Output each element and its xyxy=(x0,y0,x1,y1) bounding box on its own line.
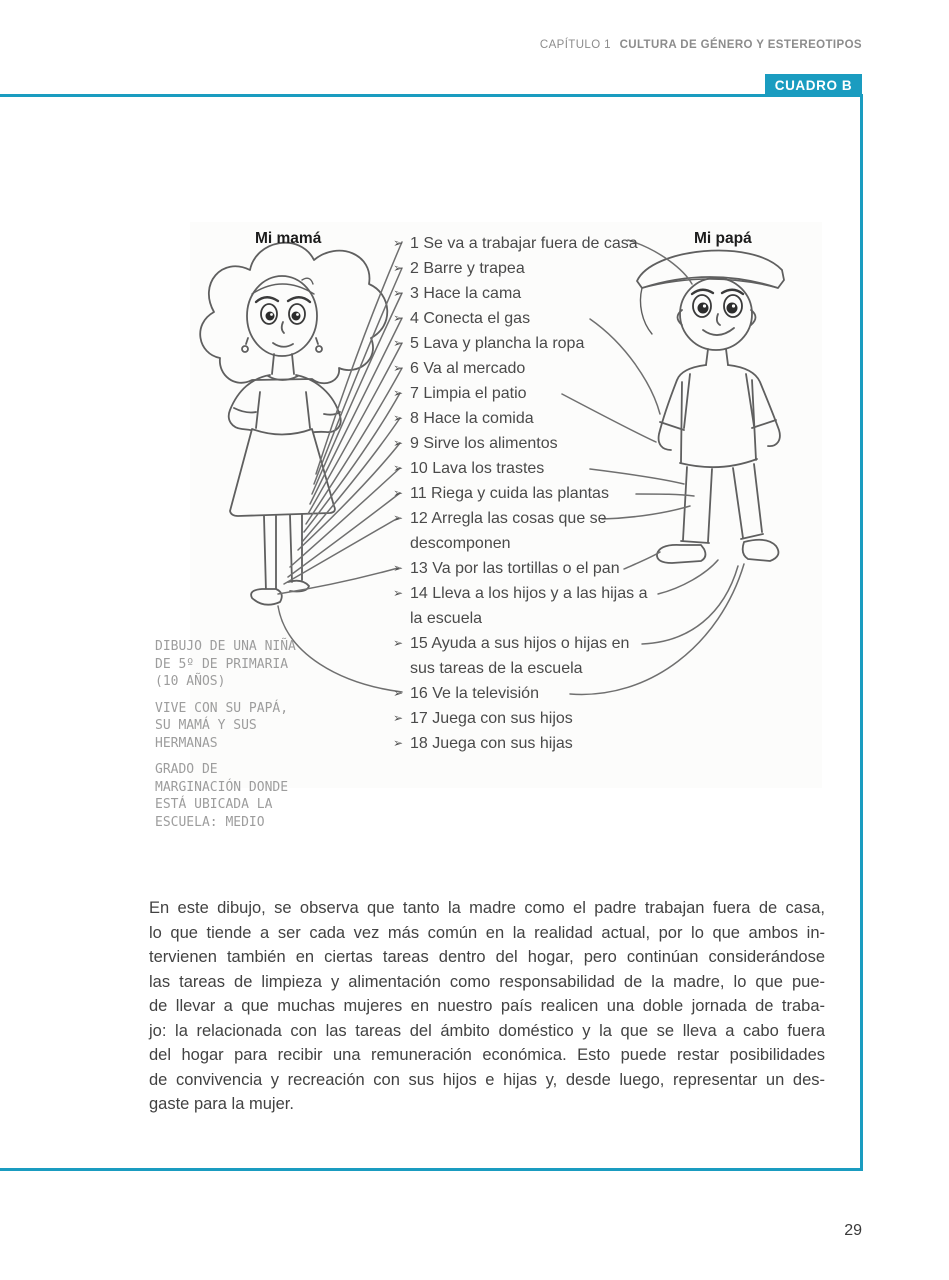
body-paragraph-line: de llevar a que muchas mujeres en nuestr… xyxy=(149,997,825,1015)
arrow-bullet-icon: ➢ xyxy=(393,461,404,475)
dad-figure-label: Mi papá xyxy=(694,230,752,247)
mom-figure xyxy=(199,241,389,606)
task-text: 15 Ayuda a sus hijos o hijas en sus tare… xyxy=(410,635,630,677)
task-item: ➢ 2 Barre y trapea xyxy=(393,256,659,281)
task-text: 11 Riega y cuida las plantas xyxy=(410,485,609,502)
task-text: 7 Limpia el patio xyxy=(410,385,527,402)
arrow-bullet-icon: ➢ xyxy=(393,336,404,350)
dad-figure xyxy=(636,249,785,564)
task-item: ➢ 17 Juega con sus hijos xyxy=(393,706,659,731)
drawing-figures xyxy=(199,239,785,696)
body-paragraph: En este dibujo, se observa que tanto la … xyxy=(149,896,825,1117)
task-item: ➢ 15 Ayuda a sus hijos o hijas en sus ta… xyxy=(393,631,659,681)
task-text: 9 Sirve los alimentos xyxy=(410,435,558,452)
caption-block: DIBUJO DE UNA NIÑA DE 5º DE PRIMARIA (10… xyxy=(155,639,296,689)
task-text: 1 Se va a trabajar fuera de casa xyxy=(410,235,638,252)
task-item: ➢ 14 Lleva a los hijos y a las hijas a l… xyxy=(393,581,659,631)
arrow-bullet-icon: ➢ xyxy=(393,686,404,700)
arrow-bullet-icon: ➢ xyxy=(393,486,404,500)
body-paragraph-line: de convivencia y recreación con sus hijo… xyxy=(149,1070,825,1089)
task-text: 12 Arregla las cosas que se descomponen xyxy=(410,510,607,552)
arrow-bullet-icon: ➢ xyxy=(393,561,404,575)
task-text: 5 Lava y plancha la ropa xyxy=(410,335,585,352)
child-drawing: Mi mamá Mi papá ➢ 1 Se va a trabajar fue… xyxy=(190,222,822,788)
top-rule xyxy=(0,94,863,97)
arrow-bullet-icon: ➢ xyxy=(393,261,404,275)
right-rule xyxy=(860,95,863,1170)
task-list: ➢ 1 Se va a trabajar fuera de casa ➢ 2 B… xyxy=(393,231,659,756)
task-item: ➢ 16 Ve la televisión xyxy=(393,681,659,706)
arrow-bullet-icon: ➢ xyxy=(393,436,404,450)
task-item: ➢ 11 Riega y cuida las plantas xyxy=(393,481,659,506)
arrow-bullet-icon: ➢ xyxy=(393,736,404,750)
arrow-bullet-icon: ➢ xyxy=(393,511,404,525)
task-item: ➢ 7 Limpia el patio xyxy=(393,381,659,406)
task-text: 2 Barre y trapea xyxy=(410,260,525,277)
caption-block: VIVE CON SU PAPÁ, SU MAMÁ Y SUS HERMANAS xyxy=(155,700,289,751)
drawing-caption: DIBUJO DE UNA NIÑA DE 5º DE PRIMARIA (10… xyxy=(155,638,305,840)
mom-figure-label: Mi mamá xyxy=(255,230,322,247)
body-paragraph-line: jo: la relacionada con las tareas del ám… xyxy=(149,1021,825,1040)
body-paragraph-line: las tareas de limpieza y alimentación co… xyxy=(149,972,825,991)
task-item: ➢ 4 Conecta el gas xyxy=(393,306,659,331)
body-paragraph-line: lo que tiende a ser cada vez más común e… xyxy=(149,923,825,942)
task-item: ➢ 13 Va por las tortillas o el pan xyxy=(393,556,659,581)
task-text: 3 Hace la cama xyxy=(410,285,522,302)
arrow-bullet-icon: ➢ xyxy=(393,711,404,725)
task-text: 13 Va por las tortillas o el pan xyxy=(410,560,620,577)
body-paragraph-line: En este dibujo, se observa que tanto la … xyxy=(149,899,825,917)
task-text: 14 Lleva a los hijos y a las hijas a la … xyxy=(410,585,648,627)
task-item: ➢ 8 Hace la comida xyxy=(393,406,659,431)
task-item: ➢ 18 Juega con sus hijas xyxy=(393,731,659,756)
task-item: ➢ 3 Hace la cama xyxy=(393,281,659,306)
arrow-bullet-icon: ➢ xyxy=(393,586,404,600)
running-header: CAPÍTULO 1 CULTURA DE GÉNERO Y ESTEREOTI… xyxy=(540,39,862,51)
chapter-label: CAPÍTULO 1 xyxy=(539,39,611,51)
task-text: 6 Va al mercado xyxy=(410,360,526,377)
body-paragraph-line: gaste para la mujer. xyxy=(149,1095,294,1113)
task-text: 17 Juega con sus hijos xyxy=(410,710,573,727)
body-paragraph-line: del hogar para recibir una remuneración … xyxy=(149,1046,825,1064)
task-text: 16 Ve la televisión xyxy=(410,685,539,702)
task-item: ➢ 9 Sirve los alimentos xyxy=(393,431,659,456)
body-paragraph-line: tervienen también en ciertas tareas dent… xyxy=(149,948,825,966)
task-item: ➢ 1 Se va a trabajar fuera de casa xyxy=(393,231,659,256)
task-text: 8 Hace la comida xyxy=(410,410,534,427)
arrow-bullet-icon: ➢ xyxy=(393,236,404,250)
page-number: 29 xyxy=(844,1222,862,1239)
task-text: 4 Conecta el gas xyxy=(410,310,531,327)
arrow-bullet-icon: ➢ xyxy=(393,361,404,375)
chapter-title: CULTURA DE GÉNERO Y ESTEREOTIPOS xyxy=(619,39,862,51)
arrow-bullet-icon: ➢ xyxy=(393,386,404,400)
bottom-rule xyxy=(0,1168,863,1171)
task-item: ➢ 12 Arregla las cosas que se descompone… xyxy=(393,506,659,556)
arrow-bullet-icon: ➢ xyxy=(393,411,404,425)
task-item: ➢ 10 Lava los trastes xyxy=(393,456,659,481)
connector-lines xyxy=(277,239,745,696)
task-item: ➢ 6 Va al mercado xyxy=(393,356,659,381)
task-text: 18 Juega con sus hijas xyxy=(410,735,573,752)
arrow-bullet-icon: ➢ xyxy=(393,311,404,325)
task-text: 10 Lava los trastes xyxy=(410,460,545,477)
caption-block: GRADO DE MARGINACIÓN DONDE ESTÁ UBICADA … xyxy=(155,762,289,830)
task-item: ➢ 5 Lava y plancha la ropa xyxy=(393,331,659,356)
cuadro-b-badge: CUADRO B xyxy=(765,74,862,97)
arrow-bullet-icon: ➢ xyxy=(393,636,404,650)
arrow-bullet-icon: ➢ xyxy=(393,286,404,300)
